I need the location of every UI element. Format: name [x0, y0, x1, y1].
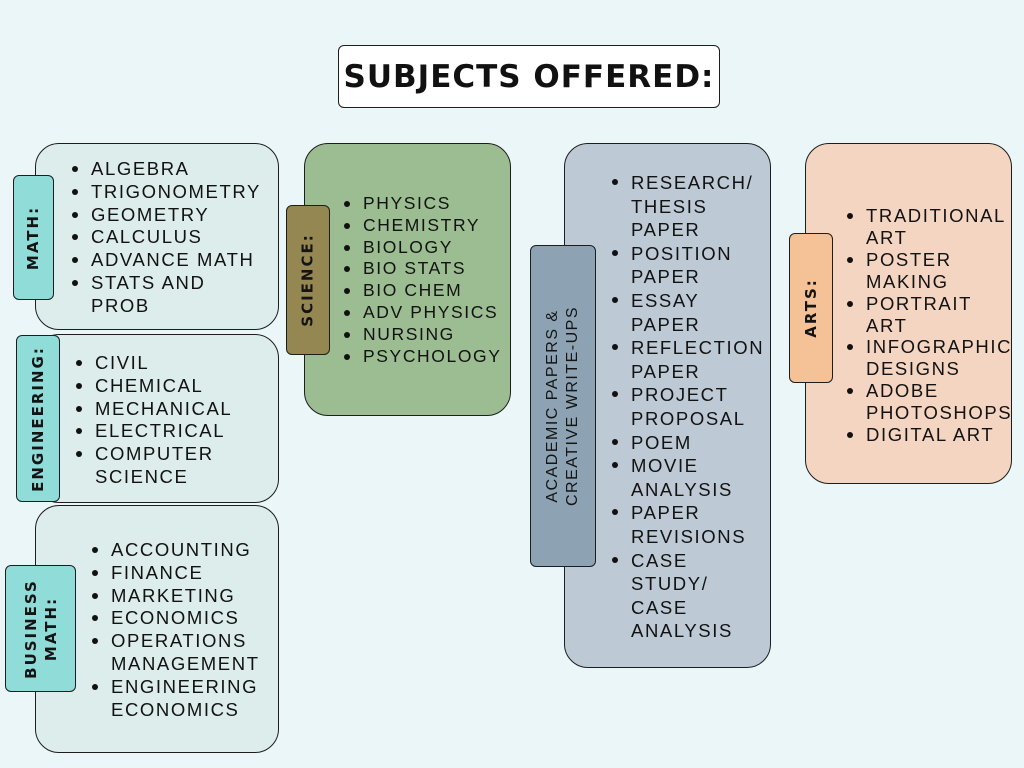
list-item: ADVANCE MATH [69, 249, 261, 272]
list-item: CALCULUS [69, 226, 261, 249]
list-item: BIOLOGY [341, 237, 502, 259]
math-subject-list: ALGEBRA TRIGONOMETRY GEOMETRY CALCULUS A… [69, 158, 261, 318]
academic-label-line-2: CREATIVE WRITE-UPS [564, 305, 582, 507]
academic-papers-subjects-box: RESEARCH/ THESIS PAPER POSITION PAPER ES… [564, 143, 771, 668]
list-item: ENGINEERING ECONOMICS [89, 676, 271, 722]
list-item: ADV PHYSICS [341, 302, 502, 324]
list-item: BIO STATS [341, 258, 502, 280]
list-item: PSYCHOLOGY [341, 346, 502, 368]
academic-label-line-1: ACADEMIC PAPERS & [544, 309, 562, 503]
science-subject-list: PHYSICS CHEMISTRY BIOLOGY BIO STATS BIO … [341, 193, 502, 367]
list-item: PROJECT PROPOSAL [609, 383, 751, 430]
list-item: CHEMISTRY [341, 215, 502, 237]
list-item: MARKETING [89, 585, 276, 608]
science-label-text: SCIENCE: [299, 233, 318, 327]
business-math-label-text: BUSINESS MATH: [21, 579, 61, 679]
arts-category-label: ARTS: [789, 233, 833, 383]
list-item: ESSAY PAPER [609, 289, 721, 336]
business-math-category-label: BUSINESS MATH: [5, 565, 76, 692]
list-item: PAPER REVISIONS [609, 501, 751, 548]
engineering-category-label: ENGINEERING: [16, 335, 60, 502]
business-label-line-1: BUSINESS [21, 578, 40, 679]
list-item: POSTER MAKING [844, 249, 966, 293]
academic-papers-category-label: ACADEMIC PAPERS & CREATIVE WRITE-UPS [530, 245, 596, 567]
list-item: POSITION PAPER [609, 242, 751, 289]
arts-label-text: ARTS: [802, 278, 820, 338]
math-category-label: MATH: [13, 175, 54, 300]
math-subjects-box: ALGEBRA TRIGONOMETRY GEOMETRY CALCULUS A… [35, 143, 279, 330]
list-item: PORTRAIT ART [844, 293, 1016, 337]
list-item: BIO CHEM [341, 280, 502, 302]
math-label-text: MATH: [24, 205, 43, 270]
science-subjects-box: PHYSICS CHEMISTRY BIOLOGY BIO STATS BIO … [304, 143, 511, 416]
list-item: DIGITAL ART [844, 424, 1016, 446]
list-item: ALGEBRA [69, 158, 261, 181]
science-category-label: SCIENCE: [286, 205, 330, 355]
list-item: CASE STUDY/ CASE ANALYSIS [609, 549, 731, 643]
list-item: COMPUTER SCIENCE [73, 443, 235, 489]
list-item: REFLECTION PAPER [609, 336, 763, 383]
list-item: MOVIE ANALYSIS [609, 454, 751, 501]
list-item: INFOGRAPHIC DESIGNS [844, 336, 1016, 380]
engineering-subjects-box: CIVIL CHEMICAL MECHANICAL ELECTRICAL COM… [35, 334, 279, 503]
list-item: ADOBE PHOTOSHOPS [844, 380, 1016, 424]
academic-label-text: ACADEMIC PAPERS & CREATIVE WRITE-UPS [543, 306, 583, 506]
engineering-label-text: ENGINEERING: [29, 345, 47, 492]
list-item: NURSING [341, 324, 502, 346]
list-item: TRIGONOMETRY [69, 181, 261, 204]
engineering-subject-list: CIVIL CHEMICAL MECHANICAL ELECTRICAL COM… [73, 352, 235, 489]
arts-subject-list: TRADITIONAL ART POSTER MAKING PORTRAIT A… [844, 205, 1016, 446]
business-math-subject-list: ACCOUNTING FINANCE MARKETING ECONOMICS O… [89, 539, 276, 721]
list-item: POEM [609, 431, 766, 455]
list-item: CIVIL [73, 352, 235, 375]
list-item: OPERATIONS MANAGEMENT [89, 630, 276, 676]
list-item: ECONOMICS [89, 607, 276, 630]
list-item: CHEMICAL [73, 375, 235, 398]
list-item: FINANCE [89, 562, 276, 585]
arts-subjects-box: TRADITIONAL ART POSTER MAKING PORTRAIT A… [805, 143, 1012, 484]
business-math-subjects-box: ACCOUNTING FINANCE MARKETING ECONOMICS O… [35, 505, 279, 753]
list-item: GEOMETRY [69, 204, 261, 227]
list-item: PHYSICS [341, 193, 502, 215]
list-item: RESEARCH/ THESIS PAPER [609, 171, 766, 242]
page-title: SUBJECTS OFFERED: [338, 45, 720, 108]
academic-papers-list: RESEARCH/ THESIS PAPER POSITION PAPER ES… [609, 171, 766, 643]
list-item: MECHANICAL [73, 398, 235, 421]
list-item: ELECTRICAL [73, 420, 235, 443]
list-item: STATS AND PROB [69, 272, 241, 318]
list-item: TRADITIONAL ART [844, 205, 1006, 249]
list-item: ACCOUNTING [89, 539, 276, 562]
business-label-line-2: MATH: [41, 596, 60, 661]
